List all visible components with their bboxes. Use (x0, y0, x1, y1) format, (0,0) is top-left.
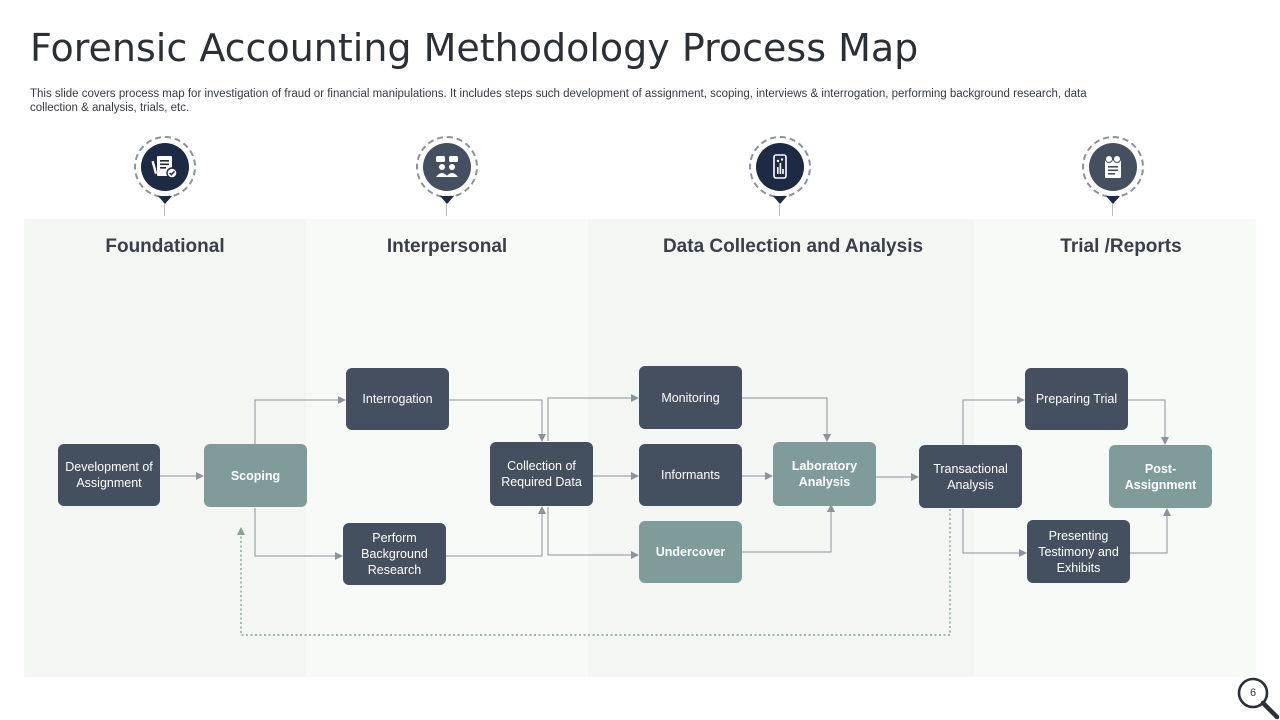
node-laboratory-analysis: Laboratory Analysis (773, 442, 876, 506)
phase-title-foundational: Foundational (105, 236, 225, 257)
node-development-of-assignment: Development of Assignment (58, 444, 160, 506)
node-post-assignment: Post-Assignment (1109, 445, 1212, 508)
page-subtitle: This slide covers process map for invest… (30, 88, 1087, 114)
node-informants: Informants (639, 444, 742, 506)
mobile-analytics-icon (756, 143, 804, 191)
node-collection-of-required-data: Collection of Required Data (490, 442, 593, 506)
node-perform-background-research: Perform Background Research (343, 523, 446, 585)
phase-title-data-collection: Data Collection and Analysis (662, 236, 924, 257)
phase-pin-foundational (134, 136, 196, 216)
report-settings-icon (1089, 143, 1137, 191)
document-check-icon (141, 143, 189, 191)
page-title: Forensic Accounting Methodology Process … (30, 26, 919, 70)
magnifier-icon (1237, 677, 1280, 720)
phase-pin-trial-reports (1082, 136, 1144, 216)
page-number: 6 (1249, 687, 1257, 699)
phase-title-trial-reports: Trial /Reports (1060, 236, 1182, 257)
node-presenting-testimony: Presenting Testimony and Exhibits (1027, 520, 1130, 583)
phase-title-interpersonal: Interpersonal (386, 236, 508, 257)
node-monitoring: Monitoring (639, 366, 742, 429)
node-interrogation: Interrogation (346, 368, 449, 430)
phase-pin-data-collection (749, 136, 811, 216)
node-transactional-analysis: Transactional Analysis (919, 445, 1022, 508)
phase-pin-interpersonal (416, 136, 478, 216)
node-undercover: Undercover (639, 521, 742, 583)
node-scoping: Scoping (204, 444, 307, 507)
people-chat-icon (423, 143, 471, 191)
node-preparing-trial: Preparing Trial (1025, 368, 1128, 430)
